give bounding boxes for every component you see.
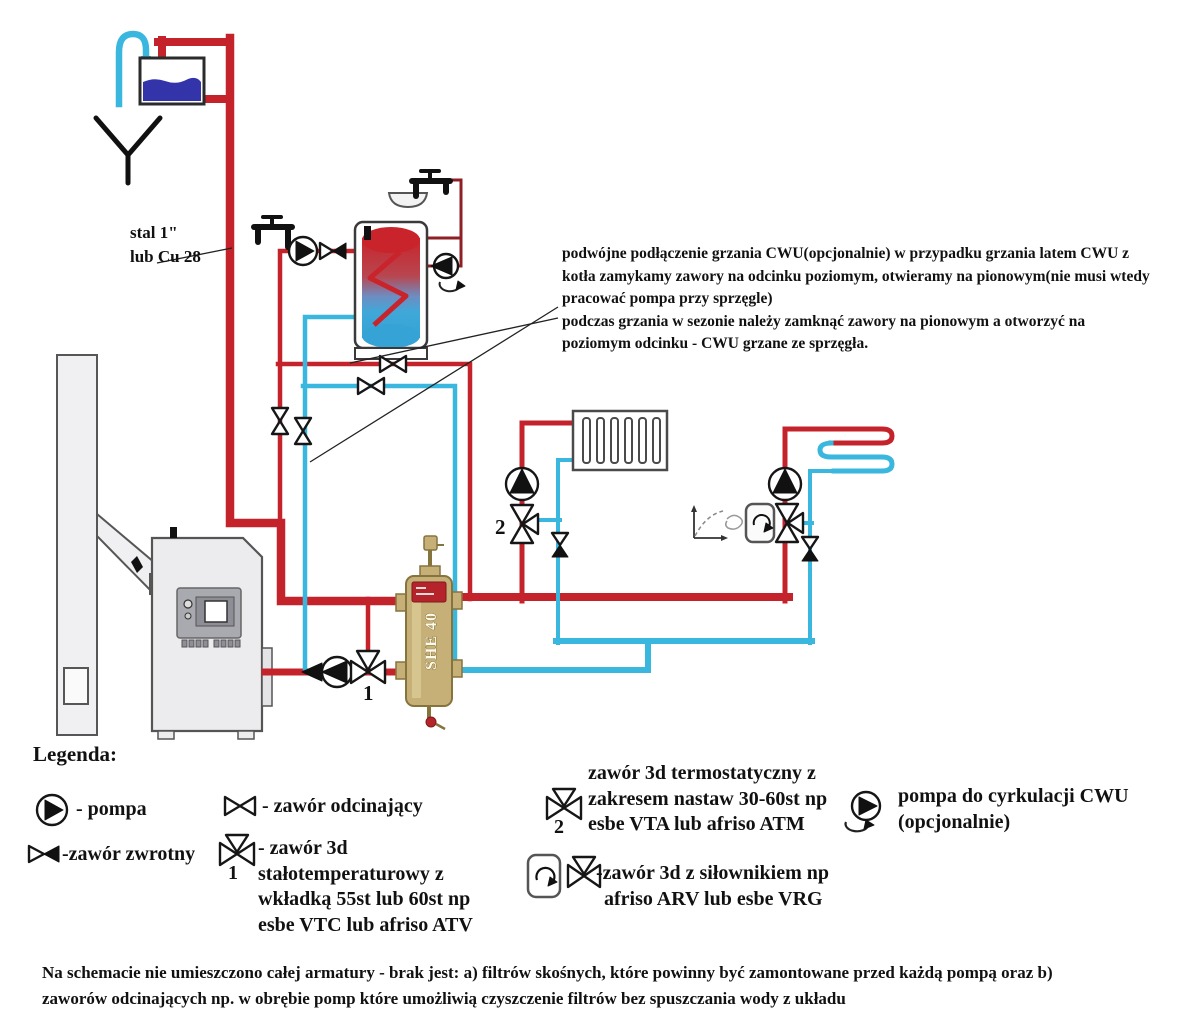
annotation-line: poziomym odcinku - CWU grzane ze sprzęgł…	[562, 335, 869, 352]
check-valve-boiler-icon	[301, 662, 323, 682]
footer-line: Na schemacie nie umieszczono całej armat…	[42, 963, 1053, 982]
floor-supply	[782, 426, 825, 604]
legend-heading: Legenda:	[33, 742, 117, 766]
valve-1-number: 1	[363, 681, 374, 705]
legend-line: esbe VTC lub afriso ATV	[258, 913, 473, 936]
legend-shutoff-valve-icon	[223, 795, 257, 817]
legend-line: -zawór 3d z siłownikiem np	[596, 862, 829, 884]
boiler-display	[204, 600, 228, 623]
pipe-size-line2: lub Cu 28	[130, 247, 201, 266]
legend-circulation-label: pompa do cyrkulacji CWU (opcjonalnie)	[898, 784, 1129, 835]
legend-line: zakresem nastaw 30-60st np	[588, 787, 828, 810]
boiler-control-panel	[176, 587, 242, 648]
valve-vertical-cold-icon	[293, 416, 313, 446]
tank-water-level	[143, 77, 201, 101]
boiler	[150, 527, 273, 740]
radiator-pump-icon	[504, 466, 540, 502]
legend-line: (opcjonalnie)	[898, 810, 1011, 833]
faucet-top-icon	[387, 169, 453, 209]
legend-line: stałotemperaturowy z	[258, 862, 444, 885]
return-main-lower	[449, 638, 651, 673]
hydraulic-separator: SHE 40	[395, 535, 463, 731]
cwu-vertical-return	[302, 314, 361, 671]
legend-line: wkładką 55st lub 60st np	[258, 888, 471, 910]
boiler-pump-icon	[320, 655, 354, 689]
legend-line: - zawór 3d	[258, 837, 348, 859]
annotation-line: kotła zamykamy zawory na odcinku poziomy…	[562, 267, 1150, 285]
floor-coil-cold	[817, 440, 895, 474]
three-way-valve-2-icon	[509, 503, 540, 545]
valve-horizontal-cold-icon	[356, 376, 386, 396]
expansion-tank-assembly	[93, 30, 234, 186]
cwu-charge-pump-icon	[287, 235, 319, 267]
pipe-size-note: stal 1" lub Cu 28	[130, 221, 201, 269]
legend-3way-valve-2-icon	[545, 787, 583, 821]
drain-funnel	[93, 115, 163, 186]
radiator	[571, 409, 669, 472]
valve-vertical-hot-icon	[270, 406, 290, 436]
sink-basin	[387, 192, 429, 209]
floor-return	[808, 469, 836, 645]
dhw-tank	[353, 220, 429, 360]
open-expansion-tank	[138, 56, 206, 106]
faucet-left-icon	[251, 215, 295, 250]
valve-radiator-return-icon	[550, 531, 570, 558]
legend-3way-valve-1-icon	[218, 833, 256, 867]
floor-pump-icon	[767, 466, 803, 502]
legend-shutoff-label: - zawór odcinający	[262, 795, 423, 817]
legend-line: pompa do cyrkulacji CWU	[898, 785, 1129, 807]
actuator	[744, 502, 776, 544]
legend-pump-label: - pompa	[76, 798, 147, 820]
overflow-pipe	[115, 30, 150, 108]
floor-coil-hot	[819, 426, 895, 446]
air-vent	[423, 535, 438, 551]
valve-horizontal-hot-icon	[378, 354, 408, 374]
separator-label-plate	[411, 581, 447, 603]
cwu-horizontal-return	[300, 383, 458, 671]
radiator-return	[556, 458, 575, 645]
legend-line: esbe VTA lub afriso ATM	[588, 813, 805, 835]
annotation-line: podczas grzania w sezonie należy zamknąć…	[562, 312, 1086, 330]
annotation-line: podwójne podłączenie grzania CWU(opcjona…	[562, 245, 1130, 262]
legend-check-valve-icon	[27, 844, 60, 864]
pipe-size-line1: stal 1"	[130, 223, 178, 242]
legend-valve3d-label: - zawór 3d stałotemperaturowy z wkładką …	[258, 836, 473, 938]
footer-note: Na schemacie nie umieszczono całej armat…	[42, 960, 1053, 1012]
three-way-valve-1-icon	[349, 649, 387, 685]
legend-check-label: -zawór zwrotny	[62, 843, 196, 865]
annotation-pointer-lines	[156, 247, 559, 463]
drain-valve	[425, 716, 437, 728]
legend-line: afriso ARV lub esbe VRG	[604, 887, 823, 910]
cwu-annotation: podwójne podłączenie grzania CWU(opcjona…	[562, 243, 1150, 356]
legend-thermostatic-label: zawór 3d termostatyczny z zakresem nasta…	[588, 761, 827, 838]
legend-actuated-valve-icon	[526, 853, 602, 899]
three-way-valve-actuated-icon	[744, 502, 805, 544]
cwu-circulation-pump-icon	[430, 252, 466, 293]
chimney	[56, 354, 98, 736]
legend-valve2-number: 2	[554, 816, 564, 838]
separator-label: SHE 40	[423, 612, 440, 670]
legend-pump-icon	[35, 793, 69, 827]
cwu-horizontal-supply	[275, 361, 473, 602]
chimney-cleanout-door	[63, 667, 89, 705]
boiler-top-stub	[170, 527, 177, 538]
cold-pipes	[300, 314, 895, 673]
valve-floor-return-icon	[800, 535, 820, 562]
tank-heating-coil	[367, 250, 409, 327]
check-valve-cwu-icon	[318, 241, 347, 261]
heating-curve-icon	[691, 505, 743, 541]
legend-circulation-pump-icon	[844, 790, 882, 833]
footer-line: zaworów odcinających np. w obrębie pomp …	[42, 989, 846, 1008]
valve-2-number: 2	[495, 515, 506, 539]
legend-line: zawór 3d termostatyczny z	[588, 762, 816, 784]
boiler-knob	[183, 599, 193, 609]
legend-valve1-number: 1	[228, 862, 238, 884]
annotation-line: pracować pompa przy sprzęgle)	[562, 290, 773, 307]
flue-damper	[131, 556, 143, 573]
tank-sensor	[364, 226, 371, 240]
legend-actuated-label: -zawór 3d z siłownikiem np afriso ARV lu…	[596, 861, 829, 912]
